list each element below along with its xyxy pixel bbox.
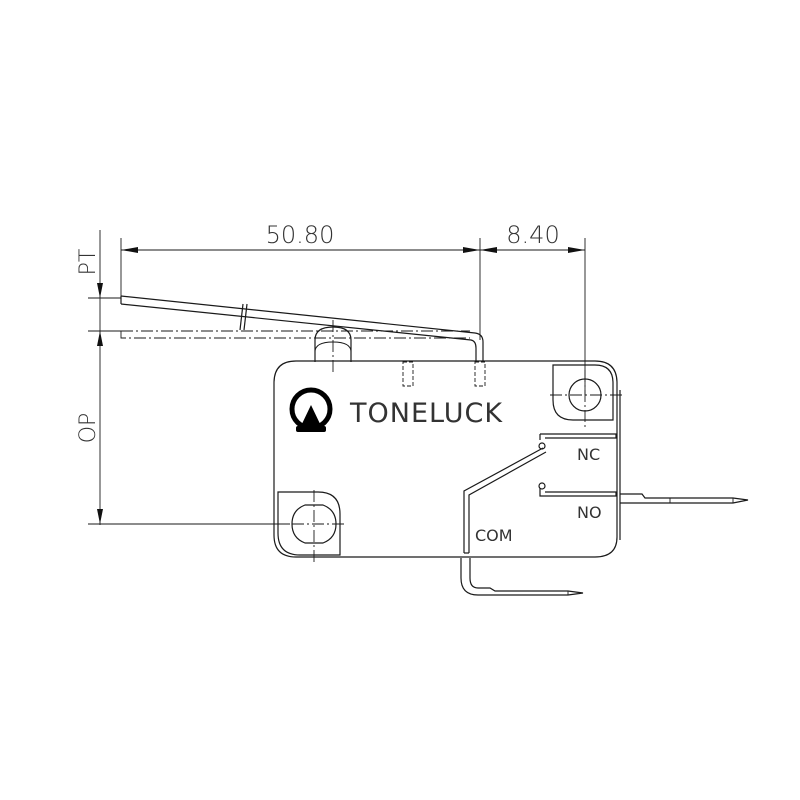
terminal-no-pin: [620, 493, 749, 504]
terminal-com-pin: [460, 558, 584, 596]
label-no: NO: [577, 503, 602, 522]
toneluck-logo-icon: [289, 387, 333, 432]
hidden-pin-1: [402, 361, 414, 387]
label-nc: NC: [577, 445, 600, 464]
hidden-pin-2: [474, 361, 486, 387]
switch-body: [273, 360, 618, 558]
dimension-offset: 8.40: [506, 221, 559, 249]
dimension-pretravel: PT: [76, 249, 101, 276]
plunger: [314, 320, 352, 372]
mounting-hole-left: [272, 490, 345, 565]
label-com: COM: [475, 526, 513, 545]
vertical-dimensions: PT OP: [76, 230, 290, 525]
brand-name: TONELUCK: [349, 398, 503, 429]
no-contact: [538, 482, 617, 497]
dimension-operating-position: OP: [76, 413, 101, 444]
horizontal-dimensions: 50.80 8.40: [120, 221, 586, 395]
common-contact-spring: [463, 447, 547, 554]
lever-arm: [120, 295, 484, 361]
dimension-lever-length: 50.80: [266, 221, 335, 249]
mounting-hole-right: [550, 364, 622, 430]
